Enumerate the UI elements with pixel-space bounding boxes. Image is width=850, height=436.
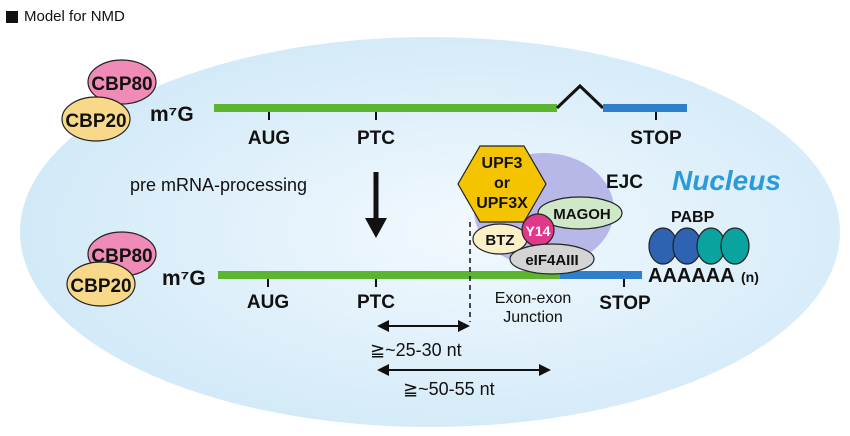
bottom-aug-label: AUG — [247, 292, 289, 313]
top-exon-green — [214, 104, 557, 112]
eif4aiii-label: eIF4AIII — [525, 252, 578, 269]
magoh-label: MAGOH — [553, 206, 611, 223]
cbp20-top — [61, 96, 131, 142]
long-arrow-right-head — [539, 364, 551, 376]
y14-label: Y14 — [526, 223, 551, 239]
distance-arrow-short — [377, 320, 470, 332]
top-intron-line — [555, 83, 605, 110]
junction-label-line1: Exon-exon — [495, 290, 572, 307]
short-distance-label: ≧~25-30 nt — [370, 340, 462, 360]
top-ptc-label: PTC — [357, 128, 395, 149]
bottom-exon-green — [218, 271, 560, 279]
long-distance-label: ≧~50-55 nt — [403, 379, 495, 399]
ejc-label: EJC — [606, 172, 643, 193]
nucleus-ellipse — [20, 37, 840, 427]
polya-tail-label: AAAAAA — [648, 265, 735, 287]
processing-label: pre mRNA-processing — [130, 175, 307, 195]
cbp20-bottom-label: CBP20 — [70, 276, 131, 297]
processing-arrow-head — [365, 218, 387, 238]
junction-label-line2: Junction — [503, 309, 563, 326]
magoh-ellipse — [537, 196, 623, 230]
long-arrow-left-head — [377, 364, 389, 376]
top-cap-complex: CBP80 CBP20 m⁷G — [61, 59, 194, 142]
pabp-bead-4 — [720, 227, 750, 265]
figure-caption: Model for NMD — [24, 8, 125, 25]
pabp-label: PABP — [671, 209, 715, 226]
cbp20-bottom — [66, 261, 136, 307]
upf3-line2: or — [494, 175, 510, 192]
bottom-exon-blue — [560, 271, 642, 279]
cbp80-top — [87, 59, 157, 105]
polya-suffix-label: (n) — [741, 269, 759, 285]
distance-arrow-long — [377, 364, 551, 376]
cbp80-top-label: CBP80 — [91, 74, 152, 95]
top-exon-blue — [603, 104, 687, 112]
bottom-ptc-label: PTC — [357, 292, 395, 313]
cbp20-top-label: CBP20 — [65, 111, 126, 132]
short-arrow-right-head — [458, 320, 470, 332]
bottom-stop-label: STOP — [599, 293, 651, 314]
btz-label: BTZ — [485, 232, 514, 249]
nucleus-label: Nucleus — [672, 165, 781, 196]
top-stop-label: STOP — [630, 128, 682, 149]
upf3-line3: UPF3X — [476, 195, 528, 212]
short-arrow-left-head — [377, 320, 389, 332]
m7g-top-label: m⁷G — [150, 103, 194, 126]
top-aug-label: AUG — [248, 128, 290, 149]
m7g-bottom-label: m⁷G — [162, 267, 206, 290]
eif4aiii-ellipse — [509, 243, 595, 275]
caption-square-icon — [6, 11, 18, 23]
bottom-cap-complex: CBP80 CBP20 m⁷G — [66, 231, 206, 307]
upf3-line1: UPF3 — [482, 155, 523, 172]
